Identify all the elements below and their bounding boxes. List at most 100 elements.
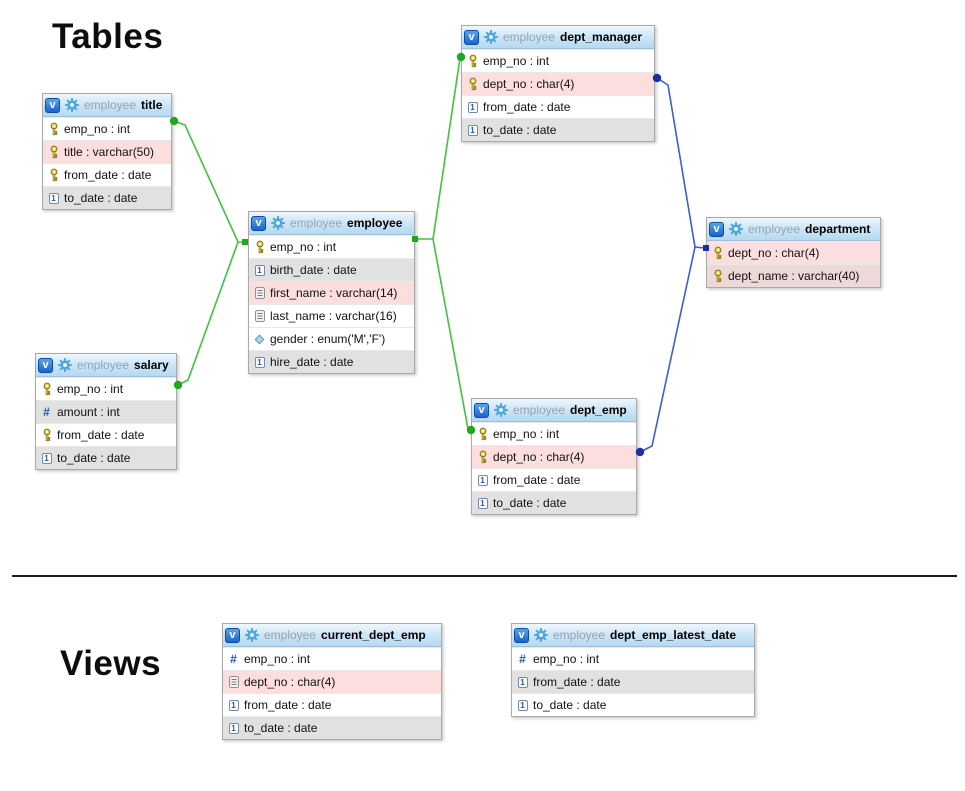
date-icon [517,698,528,712]
column-from-date[interactable]: from_date : date [223,693,441,716]
column-title[interactable]: title : varchar(50) [43,140,171,163]
column-emp-no[interactable]: emp_no : int [249,235,414,258]
gear-icon [65,98,79,112]
entity-header[interactable]: v employee title [43,94,171,117]
table-salary[interactable]: v employee salary emp_no : int amount : … [35,353,177,470]
v-badge-icon: v [251,215,266,231]
column-label: birth_date : date [270,263,357,277]
column-dept-no[interactable]: dept_no : char(4) [472,445,636,468]
column-label: dept_no : char(4) [493,450,585,464]
column-label: to_date : date [244,721,318,735]
column-emp-no[interactable]: emp_no : int [36,377,176,400]
v-badge-icon: v [45,97,60,113]
column-to-date[interactable]: to_date : date [43,186,171,209]
section-divider [12,575,957,577]
table-title[interactable]: v employee title emp_no : int title : va… [42,93,172,210]
column-from-date[interactable]: from_date : date [462,95,654,118]
entity-header[interactable]: v employee department [707,218,880,241]
column-emp-no[interactable]: emp_no : int [472,422,636,445]
number-icon [517,652,528,666]
column-to-date[interactable]: to_date : date [472,491,636,514]
column-label: title : varchar(50) [64,145,155,159]
column-first-name[interactable]: first_name : varchar(14) [249,281,414,304]
primary-key-icon [41,382,52,396]
column-amount[interactable]: amount : int [36,400,176,423]
table-department[interactable]: v employee department dept_no : char(4) … [706,217,881,288]
primary-key-icon [48,122,59,136]
table-dept-emp[interactable]: v employee dept_emp emp_no : int dept_no… [471,398,637,515]
column-emp-no[interactable]: emp_no : int [223,647,441,670]
primary-key-icon [477,427,488,441]
primary-key-icon [254,240,265,254]
number-icon [228,652,239,666]
column-hire-date[interactable]: hire_date : date [249,350,414,373]
column-label: hire_date : date [270,355,354,369]
column-dept-name[interactable]: dept_name : varchar(40) [707,264,880,287]
v-badge-icon: v [474,402,489,418]
column-label: to_date : date [64,191,138,205]
column-emp-no[interactable]: emp_no : int [462,49,654,72]
entity-header[interactable]: v employee salary [36,354,176,377]
date-icon [48,191,59,205]
view-dept-emp-latest-date[interactable]: v employee dept_emp_latest_date emp_no :… [511,623,755,717]
entity-header[interactable]: v employee dept_manager [462,26,654,49]
primary-key-icon [477,450,488,464]
primary-key-icon [467,54,478,68]
column-to-date[interactable]: to_date : date [512,693,754,716]
column-last-name[interactable]: last_name : varchar(16) [249,304,414,327]
date-icon [41,451,52,465]
table-name: dept_manager [560,30,643,44]
column-gender[interactable]: gender : enum('M','F') [249,327,414,350]
column-birth-date[interactable]: birth_date : date [249,258,414,281]
column-emp-no[interactable]: emp_no : int [43,117,171,140]
date-icon [467,123,478,137]
column-from-date[interactable]: from_date : date [472,468,636,491]
column-emp-no[interactable]: emp_no : int [512,647,754,670]
entity-header[interactable]: v employee dept_emp [472,399,636,422]
schema-name: employee [553,628,606,642]
gear-icon [729,222,743,236]
number-icon [41,405,52,419]
column-label: from_date : date [244,698,332,712]
column-dept-no[interactable]: dept_no : char(4) [223,670,441,693]
column-dept-no[interactable]: dept_no : char(4) [462,72,654,95]
column-label: emp_no : int [493,427,560,441]
v-badge-icon: v [38,357,53,373]
schema-name: employee [290,216,343,230]
date-icon [477,496,488,510]
column-label: emp_no : int [64,122,131,136]
column-label: from_date : date [483,100,571,114]
date-icon [467,100,478,114]
entity-header[interactable]: v employee dept_emp_latest_date [512,624,754,647]
column-dept-no[interactable]: dept_no : char(4) [707,241,880,264]
date-icon [228,698,239,712]
column-to-date[interactable]: to_date : date [223,716,441,739]
table-name: title [141,98,163,112]
date-icon [254,263,265,277]
v-badge-icon: v [709,221,724,237]
column-to-date[interactable]: to_date : date [462,118,654,141]
view-current-dept-emp[interactable]: v employee current_dept_emp emp_no : int… [222,623,442,740]
date-icon [477,473,488,487]
column-label: emp_no : int [533,652,600,666]
table-dept-manager[interactable]: v employee dept_manager emp_no : int dep… [461,25,655,142]
primary-key-icon [467,77,478,91]
column-from-date[interactable]: from_date : date [512,670,754,693]
schema-name: employee [503,30,556,44]
table-employee[interactable]: v employee employee emp_no : int birth_d… [248,211,415,374]
date-icon [517,675,528,689]
column-label: dept_no : char(4) [483,77,575,91]
column-from-date[interactable]: from_date : date [36,423,176,446]
column-label: to_date : date [57,451,131,465]
entity-header[interactable]: v employee employee [249,212,414,235]
v-badge-icon: v [514,627,529,643]
column-label: dept_no : char(4) [244,675,336,689]
column-label: last_name : varchar(16) [270,309,397,323]
column-to-date[interactable]: to_date : date [36,446,176,469]
column-label: from_date : date [64,168,152,182]
gear-icon [58,358,72,372]
date-icon [228,721,239,735]
entity-header[interactable]: v employee current_dept_emp [223,624,441,647]
column-from-date[interactable]: from_date : date [43,163,171,186]
v-badge-icon: v [464,29,479,45]
